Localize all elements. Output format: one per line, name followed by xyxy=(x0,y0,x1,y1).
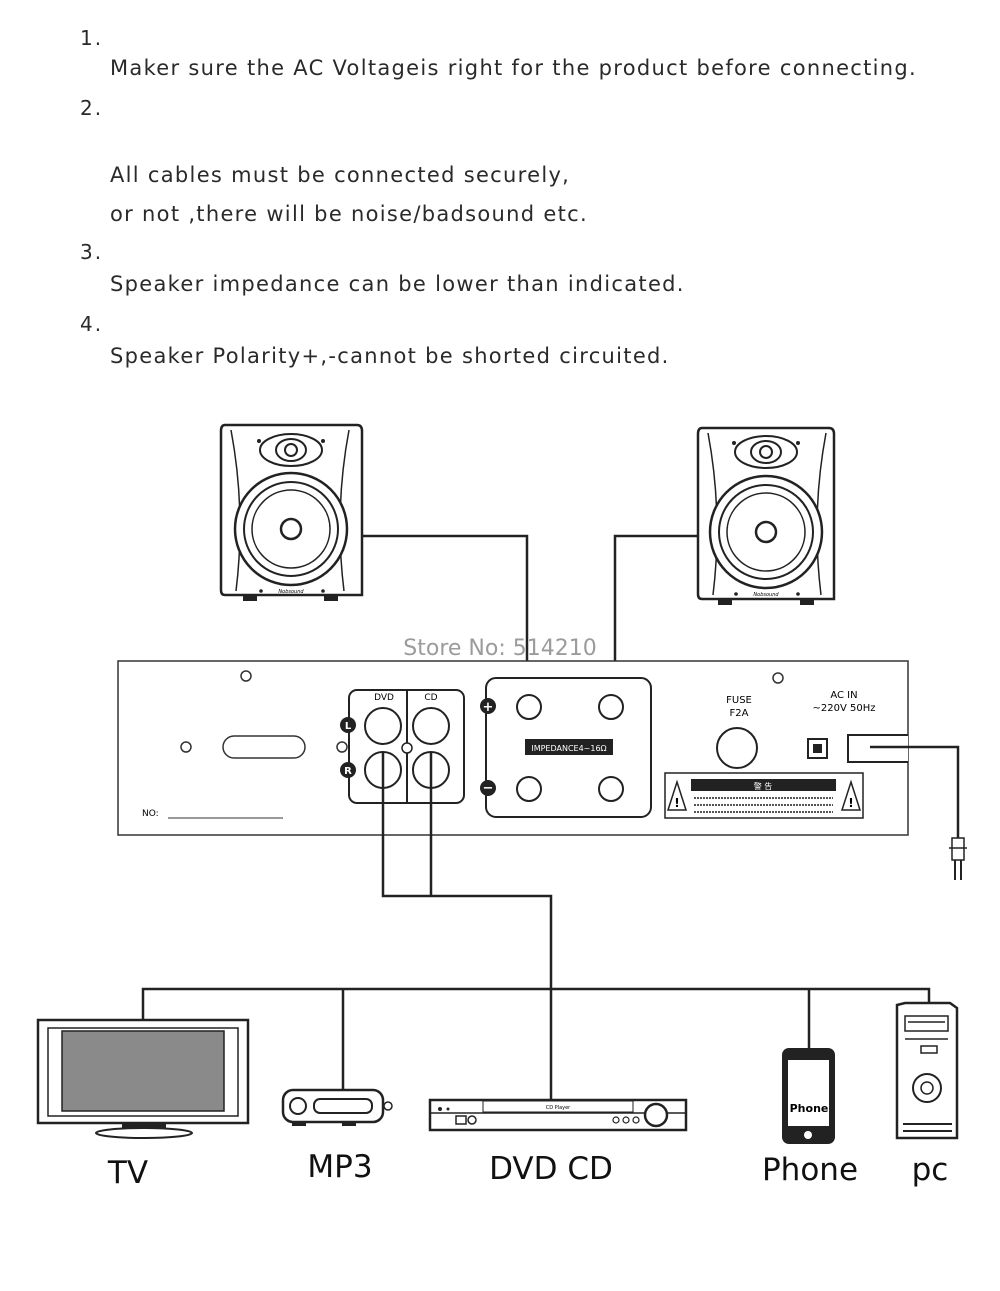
pc-tower-icon xyxy=(895,1001,959,1140)
volume-knob-icon xyxy=(643,1102,669,1128)
power-cord xyxy=(870,745,960,840)
step-number-2: 2. xyxy=(80,96,104,120)
left-speaker: Nobsound xyxy=(219,423,364,601)
mp3-label: MP3 xyxy=(307,1149,372,1185)
phone-screen-text: Phone xyxy=(790,1102,829,1115)
phone-label: Phone xyxy=(762,1152,858,1188)
panel-slot xyxy=(222,735,306,759)
tv-icon xyxy=(36,1018,250,1139)
dvd-input-label: DVD xyxy=(374,693,394,703)
dvd-input-cable xyxy=(381,752,553,1100)
fuse-rating: F2A xyxy=(730,708,749,719)
tv-label: TV xyxy=(107,1155,148,1191)
phone-icon: Phone xyxy=(782,1048,835,1144)
step-3-text: Speaker impedance can be lower than indi… xyxy=(110,272,685,296)
power-plug-icon xyxy=(949,837,967,880)
minus-label: − xyxy=(483,781,494,796)
serial-number-label: NO: xyxy=(142,809,159,819)
left-channel-label: L xyxy=(345,721,352,732)
right-channel-badge xyxy=(340,762,356,778)
right-plus-terminal[interactable] xyxy=(598,694,624,720)
fuse-label: FUSE xyxy=(726,695,752,706)
mp3-player-icon xyxy=(281,1088,393,1126)
left-speaker-brand: Nobsound xyxy=(278,589,304,595)
ac-inlet xyxy=(847,734,908,763)
pc-label: pc xyxy=(912,1152,949,1188)
left-minus-terminal[interactable] xyxy=(516,776,542,802)
svg-text:!: ! xyxy=(674,796,679,810)
plus-badge xyxy=(480,698,496,714)
cd-input-label: CD xyxy=(424,693,437,703)
impedance-label-plate xyxy=(525,739,613,755)
step-number-4: 4. xyxy=(80,312,104,336)
minus-badge xyxy=(480,780,496,796)
cd-left-jack[interactable] xyxy=(412,707,450,745)
warning-triangle-icon xyxy=(840,779,862,811)
step-4-text: Speaker Polarity+,-cannot be shorted cir… xyxy=(110,344,670,368)
left-plus-terminal[interactable] xyxy=(516,694,542,720)
right-minus-terminal[interactable] xyxy=(598,776,624,802)
warning-title: 警 告 xyxy=(754,781,773,791)
left-channel-badge xyxy=(340,717,356,733)
right-speaker-brand: Nobsound xyxy=(753,592,779,598)
dvd-cd-label: DVD CD xyxy=(489,1151,613,1187)
tweeter-icon xyxy=(259,433,323,467)
ac-in-label: AC IN xyxy=(830,690,857,701)
source-bus-cable xyxy=(141,987,931,1020)
plus-label: + xyxy=(483,700,494,715)
dvd-player-display-text: CD Player xyxy=(546,1105,571,1111)
tweeter-icon xyxy=(734,435,798,469)
step-number-1: 1. xyxy=(80,26,104,50)
ac-voltage-label: ~220V 50Hz xyxy=(813,703,876,714)
amplifier-rear-panel: NO: DVD CD L R + − IMPEDANCE4~16Ω FUSE F… xyxy=(117,660,909,836)
right-channel-label: R xyxy=(344,766,352,777)
svg-text:!: ! xyxy=(848,796,853,810)
impedance-label: IMPEDANCE4~16Ω xyxy=(531,744,606,753)
fuse-holder[interactable] xyxy=(716,727,758,769)
dvd-left-jack[interactable] xyxy=(364,707,402,745)
step-2-text-line-1: All cables must be connected securely, xyxy=(110,163,571,187)
step-number-3: 3. xyxy=(80,240,104,264)
dvd-player-icon: CD Player xyxy=(428,1098,688,1132)
store-watermark: Store No: 514210 xyxy=(403,636,596,661)
step-2-text-line-2: or not ,there will be noise/badsound etc… xyxy=(110,202,588,226)
right-speaker: Nobsound xyxy=(696,426,836,605)
step-1-text: Maker sure the AC Voltageis right for th… xyxy=(110,56,918,80)
warning-triangle-icon xyxy=(666,779,688,811)
